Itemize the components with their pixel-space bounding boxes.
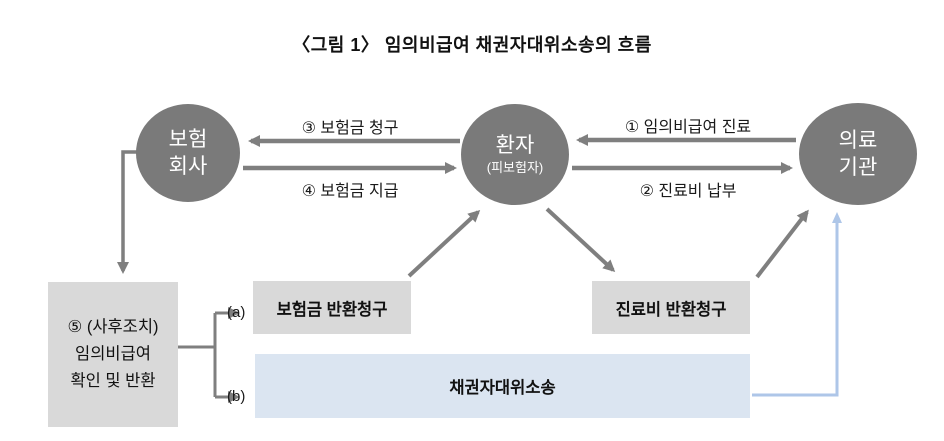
- insurance-company-label-line1: 보험: [168, 127, 208, 151]
- medical-institution-label-line2: 기관: [838, 156, 878, 179]
- node-insurance-company: 보험 회사: [136, 104, 240, 202]
- diagram-title: 〈그림 1〉 임의비급여 채권자대위소송의 흐름: [292, 35, 652, 55]
- box-insurance-refund-claim: 보험금 반환청구: [253, 281, 411, 334]
- insurance-company-label-line2: 회사: [168, 155, 208, 178]
- box-fee-refund-claim: 진료비 반환청구: [592, 281, 750, 334]
- arrow-insurance-refund-to-patient-icon: [407, 209, 481, 278]
- arrow-patient-to-fee-refund-icon: [545, 207, 616, 273]
- patient-label: 환자: [495, 133, 535, 157]
- flow-label-treatment: ① 임의비급여 진료: [624, 119, 752, 136]
- medical-institution-label-line1: 의료: [838, 128, 878, 152]
- patient-sublabel: (피보험자): [486, 160, 544, 176]
- post-measure-line1: ⑤ (사후조치): [67, 318, 159, 336]
- flow-label-insurance-claim: ③ 보험금 청구: [301, 120, 399, 137]
- post-measure-line3: 확인 및 반환: [70, 372, 156, 390]
- branch-label-a: (a): [227, 304, 246, 321]
- arrow-insurance-to-post-measure-icon: [117, 150, 141, 274]
- node-patient: 환자 (피보험자): [461, 104, 569, 205]
- arrow-lawsuit-to-hospital-icon: [752, 212, 842, 397]
- post-measure-line2: 임의비급여: [75, 345, 151, 363]
- flow-label-insurance-payout: ④ 보험금 지급: [301, 183, 399, 200]
- branch-label-b: (b): [227, 388, 246, 405]
- box-subrogation-lawsuit: 채권자대위소송: [255, 354, 750, 418]
- branch-connector-icon: [178, 313, 217, 397]
- arrow-fee-refund-to-hospital-icon: [755, 209, 809, 279]
- node-medical-institution: 의료 기관: [799, 103, 917, 205]
- box-post-measure: ⑤ (사후조치) 임의비급여 확인 및 반환: [48, 282, 178, 427]
- flow-label-fee-payment: ② 진료비 납부: [639, 183, 737, 200]
